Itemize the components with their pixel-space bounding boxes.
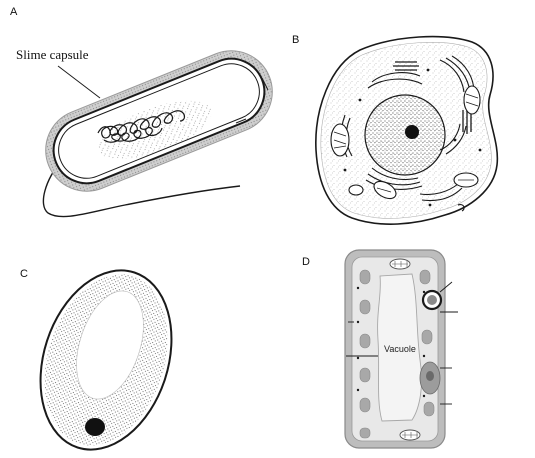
panel-b-animal-cell: [315, 35, 499, 225]
mitochondria-cristae-d: [392, 261, 418, 438]
nucleoid-dna: [97, 110, 186, 143]
pilus: [261, 77, 269, 91]
ribosomes-d: [356, 286, 426, 398]
pointer-lines-d: [346, 281, 458, 405]
capsule-pointer-line: [57, 65, 101, 99]
central-space-c: [76, 290, 144, 400]
panel-letter-c: C: [20, 268, 28, 280]
vacuole-d: [377, 273, 423, 422]
nucleolus-d: [426, 371, 434, 381]
mitochondria-cristae: [333, 93, 479, 193]
vesicle-b: [457, 204, 465, 212]
ringed-organelle-core-d: [427, 295, 437, 305]
panel-d-plant-cell: Vacuole: [344, 249, 458, 449]
flagellum: [42, 159, 241, 218]
pilus: [235, 118, 247, 124]
cytoplasm-stipple: [98, 100, 212, 160]
nucleolus-b: [405, 125, 419, 139]
slime-capsule-label: Slime capsule: [16, 47, 89, 62]
vacuole-label: Vacuole: [384, 344, 416, 354]
nucleus-c: [85, 418, 105, 436]
nucleus-b: [364, 94, 446, 176]
panel-letter-b: B: [292, 34, 300, 46]
panel-letter-d: D: [302, 256, 310, 268]
chloroplasts-d: [359, 269, 435, 439]
ribosomes-b: [343, 68, 482, 207]
panel-c-cell: [39, 269, 173, 451]
panel-a-bacterium: [42, 50, 273, 218]
panel-letter-a: A: [10, 6, 18, 18]
